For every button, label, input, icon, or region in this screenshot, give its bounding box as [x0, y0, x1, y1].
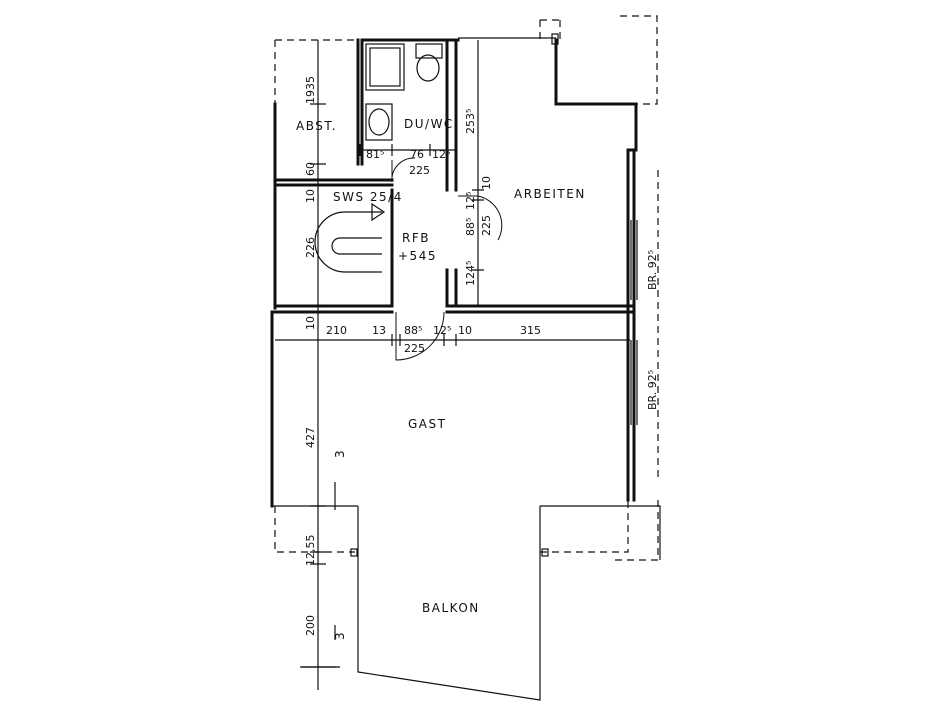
dim-60: 60 [304, 162, 317, 176]
dim-885-mid: 88⁵ [404, 324, 422, 337]
dim-1245: 124⁵ [464, 261, 477, 286]
dim-13: 13 [372, 324, 386, 337]
spiral-stair [314, 202, 386, 273]
room-label-abst: ABST. [296, 119, 337, 133]
dim-10-left: 10 [304, 189, 317, 203]
section-mark-upper: 3 [333, 449, 347, 458]
dim-76: 76 [410, 148, 424, 161]
room-label-rfb: RFB [402, 231, 430, 245]
dim-225-mid: 225 [404, 342, 425, 355]
dashed-outline [274, 15, 659, 561]
dim-10-right: 10 [480, 176, 493, 190]
walls [270, 37, 638, 508]
dim-1935: 1935 [304, 76, 317, 104]
dim-427: 427 [304, 427, 317, 448]
doors [391, 157, 503, 361]
dim-885-side: 88⁵ [464, 218, 477, 236]
dim-2535: 253⁵ [464, 109, 477, 134]
windows [630, 220, 638, 425]
dim-315: 315 [520, 324, 541, 337]
dim-12-55: 12,55 [304, 535, 317, 567]
dim-225-top: 225 [409, 164, 430, 177]
room-label-du-wc: DU/WC [404, 117, 454, 131]
room-label-sws: SWS 25/4 [333, 190, 403, 204]
room-level-rfb: +545 [398, 249, 437, 263]
room-label-gast: GAST [408, 417, 446, 431]
dim-815: 81⁵ [366, 148, 384, 161]
dimension-lines [275, 40, 630, 690]
dim-125-top: 12⁵ [432, 148, 450, 161]
room-label-arbeiten: ARBEITEN [514, 187, 586, 201]
dim-200: 200 [304, 615, 317, 636]
bathroom-fixtures [365, 43, 443, 141]
dim-10-mid: 10 [304, 316, 317, 330]
dim-210: 210 [326, 324, 347, 337]
dim-225-side: 225 [480, 215, 493, 236]
window-width-label-1: BR. 92⁵ [646, 250, 659, 290]
window-width-label-2: BR. 92⁵ [646, 370, 659, 410]
room-label-balkon: BALKON [422, 601, 480, 615]
section-mark-lower: 3 [333, 631, 347, 640]
dim-226: 226 [304, 237, 317, 258]
dim-10-mid2: 10 [458, 324, 472, 337]
dim-125-side: 12⁵ [464, 192, 477, 210]
dim-125-mid: 12⁵ [433, 324, 451, 337]
